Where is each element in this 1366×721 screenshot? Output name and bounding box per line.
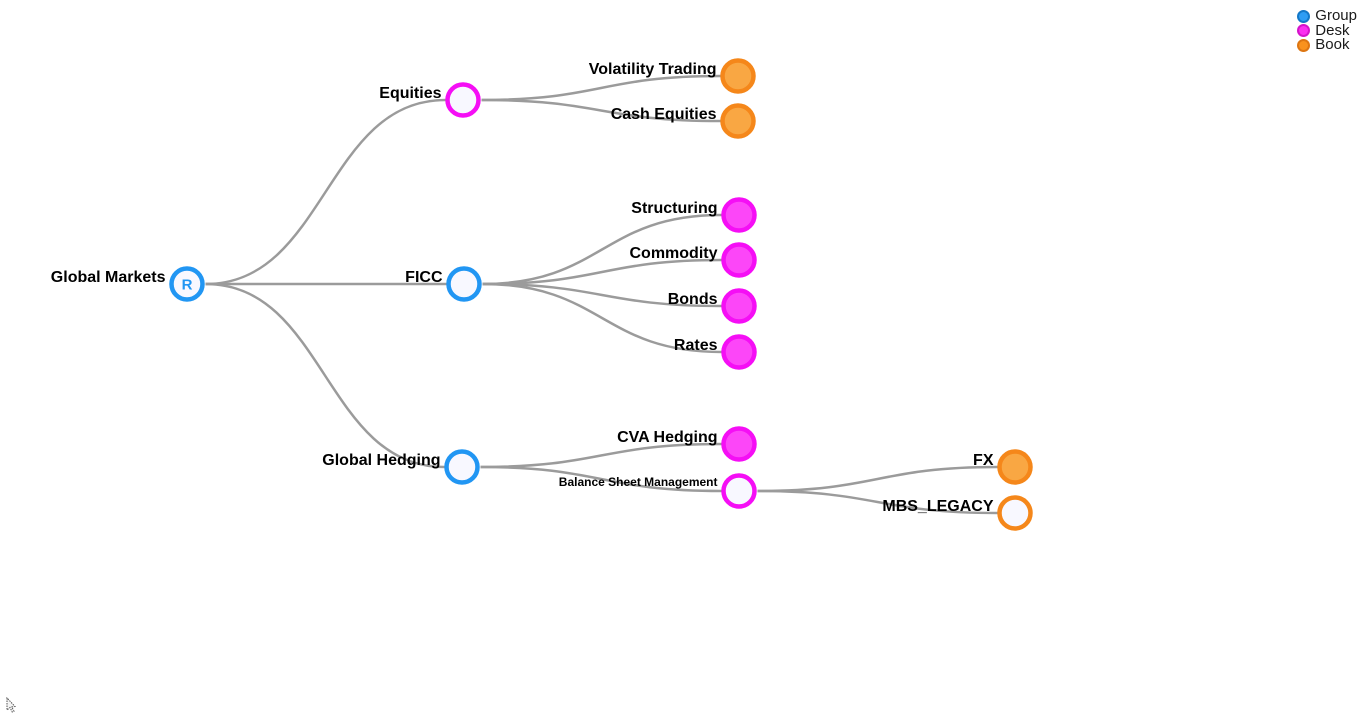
link-global-hedging--cva-hedging [480, 442, 722, 469]
link-equities--volatility-trading [481, 74, 721, 102]
legend-item-group: Group [1297, 7, 1357, 24]
node-commodity[interactable] [721, 242, 757, 278]
node-circle-bonds[interactable] [721, 288, 757, 324]
node-bonds[interactable] [721, 288, 757, 324]
node-cash-equities[interactable] [720, 103, 756, 139]
node-circle-ficc[interactable] [446, 266, 482, 302]
node-label-equities: Equities [379, 85, 441, 102]
link-ficc--commodity [482, 258, 722, 286]
node-label-mbs-legacy: MBS_LEGACY [882, 498, 993, 515]
link-balance-sheet-management--mbs-legacy [757, 489, 998, 515]
node-mbs-legacy[interactable] [997, 495, 1033, 531]
node-label-fx: FX [973, 452, 994, 469]
node-ficc[interactable] [446, 266, 482, 302]
node-circle-structuring[interactable] [721, 197, 757, 233]
node-circle-global-hedging[interactable] [444, 449, 480, 485]
link-global-hedging--balance-sheet-management [480, 465, 722, 493]
legend: Group Desk Book [1297, 7, 1357, 53]
node-label-global-markets: Global Markets [51, 269, 166, 286]
legend-label-book: Book [1315, 36, 1350, 53]
legend-item-desk: Desk [1297, 21, 1357, 39]
node-label-rates: Rates [674, 337, 718, 354]
node-badge-global-markets: R [182, 277, 193, 294]
node-cva-hedging[interactable] [721, 426, 757, 462]
node-balance-sheet-management[interactable] [721, 473, 757, 509]
link-ficc--rates [482, 282, 722, 354]
node-global-markets[interactable]: R [169, 266, 205, 302]
link-ficc--bonds [482, 282, 722, 308]
node-circle-global-markets[interactable] [169, 266, 205, 302]
node-circle-cva-hedging[interactable] [721, 426, 757, 462]
desk-color-dot [1297, 24, 1311, 38]
node-global-hedging[interactable] [444, 449, 480, 485]
group-color-dot [1297, 9, 1311, 23]
node-label-global-hedging: Global Hedging [322, 452, 440, 469]
node-volatility-trading[interactable] [720, 58, 756, 94]
node-structuring[interactable] [721, 197, 757, 233]
book-color-dot [1297, 38, 1311, 52]
mouse-cursor-icon [6, 697, 17, 713]
node-rates[interactable] [721, 334, 757, 370]
tree-links [205, 74, 998, 515]
node-circle-volatility-trading[interactable] [720, 58, 756, 94]
node-label-structuring: Structuring [631, 200, 717, 217]
legend-item-book: Book [1297, 36, 1357, 53]
node-label-cva-hedging: CVA Hedging [617, 429, 717, 446]
node-label-balance-sheet-management: Balance Sheet Management [559, 475, 718, 489]
node-label-ficc: FICC [405, 269, 443, 286]
node-circle-rates[interactable] [721, 334, 757, 370]
link-global-markets--equities [205, 98, 446, 286]
node-circle-commodity[interactable] [721, 242, 757, 278]
legend-label-desk: Desk [1315, 21, 1350, 39]
node-circle-cash-equities[interactable] [720, 103, 756, 139]
node-equities[interactable] [445, 82, 481, 118]
node-label-volatility-trading: Volatility Trading [589, 61, 717, 78]
node-circle-balance-sheet-management[interactable] [721, 473, 757, 509]
link-global-markets--global-hedging [205, 282, 445, 469]
tree-nodes: R [169, 58, 1033, 531]
node-label-bonds: Bonds [668, 291, 718, 308]
node-circle-fx[interactable] [997, 449, 1033, 485]
node-label-commodity: Commodity [630, 245, 718, 262]
node-circle-mbs-legacy[interactable] [997, 495, 1033, 531]
link-equities--cash-equities [481, 98, 721, 123]
link-balance-sheet-management--fx [757, 465, 998, 493]
node-fx[interactable] [997, 449, 1033, 485]
node-circle-equities[interactable] [445, 82, 481, 118]
link-ficc--structuring [482, 213, 722, 286]
node-label-cash-equities: Cash Equities [611, 106, 717, 123]
legend-label-group: Group [1315, 7, 1357, 24]
